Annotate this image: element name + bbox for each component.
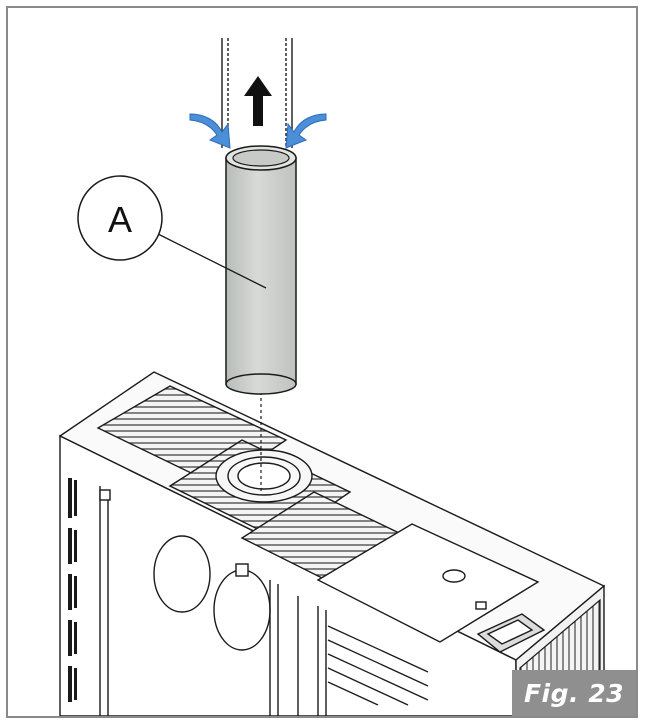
figure-number-tag: Fig. 23 bbox=[512, 670, 636, 716]
stove-flue-illustration: A bbox=[58, 38, 606, 716]
inner-flue-pipe bbox=[225, 145, 297, 395]
airflow-right-arrow-icon bbox=[285, 113, 327, 149]
up-arrow-icon bbox=[244, 76, 272, 126]
airflow-left-arrow-icon bbox=[189, 113, 231, 149]
stove-front-details bbox=[99, 486, 327, 716]
flue-outlet bbox=[215, 449, 313, 503]
stove-body bbox=[58, 371, 606, 716]
left-side-slots bbox=[68, 478, 77, 702]
figure-number-label: Fig. 23 bbox=[523, 678, 625, 708]
callout-a-label: A bbox=[108, 199, 132, 240]
front-louvres bbox=[327, 625, 429, 706]
figure-frame: A Fig. 23 bbox=[6, 6, 638, 718]
callout-a: A bbox=[77, 175, 267, 289]
